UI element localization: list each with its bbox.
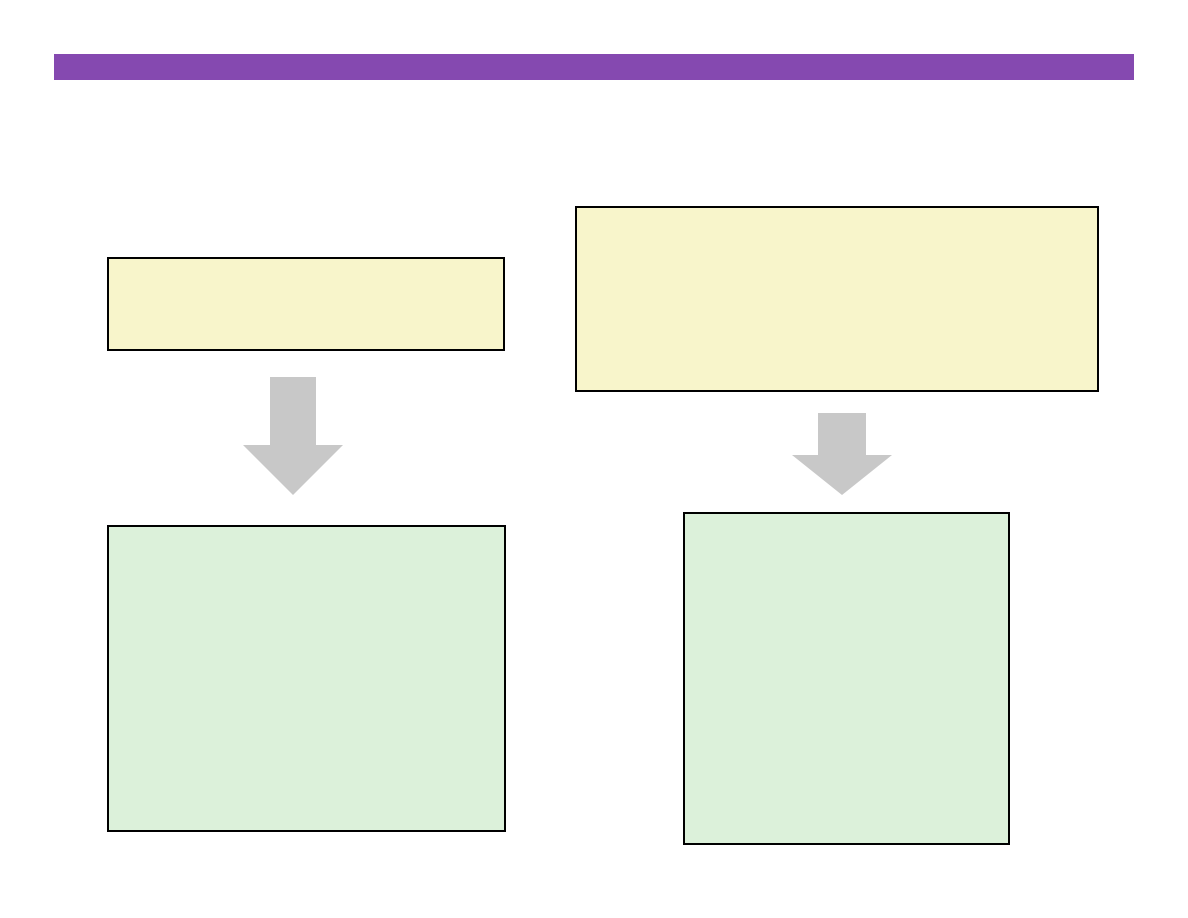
left-down-arrow-icon [243, 377, 343, 495]
left-input-box [107, 257, 505, 351]
right-input-box [575, 206, 1099, 392]
left-output-box [107, 525, 506, 832]
right-down-arrow-icon [792, 413, 892, 495]
right-output-box [683, 512, 1010, 845]
header-bar [54, 54, 1134, 80]
